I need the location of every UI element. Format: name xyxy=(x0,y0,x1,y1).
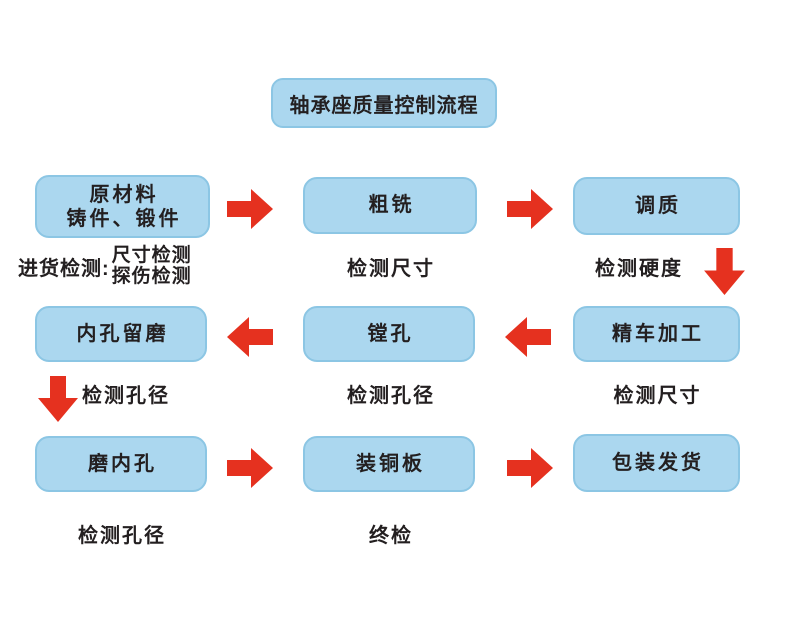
arrow-down-icon xyxy=(38,376,78,422)
caption-check-bore-allowance: 检测孔径 xyxy=(82,385,170,407)
process-box-rough-milling: 粗铣 xyxy=(303,177,477,234)
arrow-right-icon xyxy=(507,448,553,488)
incoming-inspection-items: 尺寸检测 探伤检测 xyxy=(111,245,192,288)
process-box-pack-ship: 包装发货 xyxy=(573,434,740,492)
caption-check-size-rough: 检测尺寸 xyxy=(347,258,435,280)
flowchart-title-label: 轴承座质量控制流程 xyxy=(289,94,479,117)
caption-check-size-turning: 检测尺寸 xyxy=(613,385,702,407)
process-box-boring: 镗孔 xyxy=(303,306,475,362)
process-box-bore-allowance: 内孔留磨 xyxy=(35,306,207,362)
incoming-inspection-item-size: 尺寸检测 xyxy=(111,245,192,266)
process-box-fine-turning: 精车加工 xyxy=(573,306,740,362)
copper-plate-label: 装铜板 xyxy=(356,452,425,475)
fine-turning-label: 精车加工 xyxy=(612,322,704,345)
arrow-right-icon xyxy=(227,448,273,488)
arrow-left-icon xyxy=(227,317,273,357)
caption-check-bore-boring: 检测孔径 xyxy=(347,385,435,407)
tempering-label: 调质 xyxy=(635,194,681,217)
raw-material-line2: 铸件、锻件 xyxy=(66,207,182,230)
process-box-copper-plate: 装铜板 xyxy=(303,436,475,492)
process-box-grind-bore: 磨内孔 xyxy=(35,436,207,492)
caption-final-check: 终检 xyxy=(369,525,413,547)
pack-ship-label: 包装发货 xyxy=(612,451,704,474)
bore-allowance-label: 内孔留磨 xyxy=(76,322,169,345)
rough-milling-label: 粗铣 xyxy=(368,194,415,216)
process-box-tempering: 调质 xyxy=(573,177,740,235)
arrow-right-icon xyxy=(507,189,553,229)
arrow-left-icon xyxy=(505,317,551,357)
caption-check-hardness: 检测硬度 xyxy=(595,258,683,280)
arrow-down-icon xyxy=(704,248,745,295)
caption-check-bore-grind: 检测孔径 xyxy=(78,525,166,547)
incoming-inspection-item-flaw: 探伤检测 xyxy=(111,265,192,287)
process-box-raw-material: 原材料 铸件、锻件 xyxy=(35,175,210,238)
grind-bore-label: 磨内孔 xyxy=(88,452,157,475)
flowchart-title: 轴承座质量控制流程 xyxy=(271,78,497,128)
raw-material-line1: 原材料 xyxy=(89,183,159,206)
arrow-right-icon xyxy=(227,189,273,229)
boring-label: 镗孔 xyxy=(367,322,414,345)
caption-incoming-inspection: 进货检测: 尺寸检测 探伤检测 xyxy=(18,245,192,288)
incoming-inspection-label: 进货检测: xyxy=(18,258,110,281)
